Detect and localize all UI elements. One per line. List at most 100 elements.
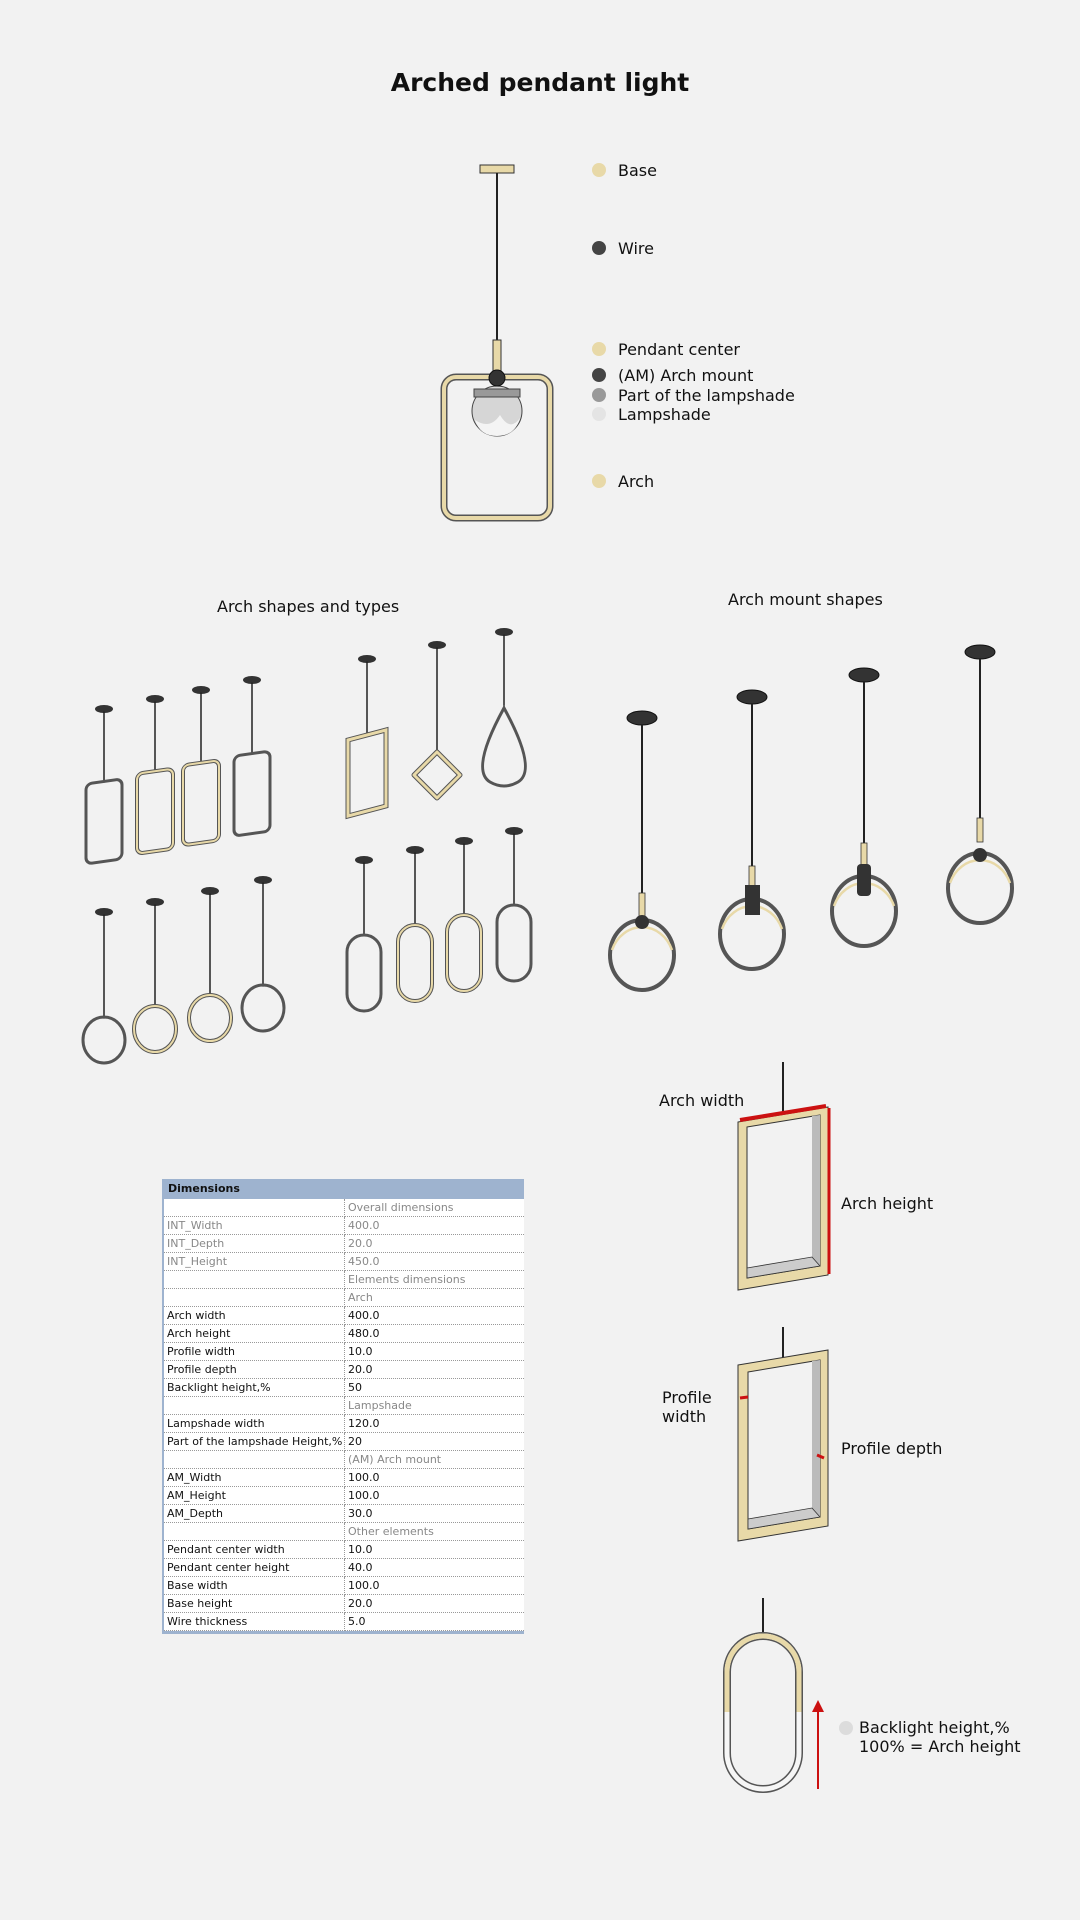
profile-width-label-line2: width xyxy=(662,1407,707,1426)
table-key-cell xyxy=(164,1396,345,1415)
table-value-cell: 100.0 xyxy=(344,1468,524,1487)
arch-circle-3 xyxy=(187,887,233,1043)
legend-label: (AM) Arch mount xyxy=(618,365,754,385)
table-key-cell: Base width xyxy=(164,1576,345,1595)
legend-dot-icon xyxy=(592,163,606,177)
profile-depth-label: Profile depth xyxy=(841,1439,943,1458)
backlight-dot-icon xyxy=(839,1721,853,1735)
table-key-cell: Profile width xyxy=(164,1342,345,1361)
table-row: Part of the lampshade Height,%20 xyxy=(164,1432,524,1451)
table-value-cell: 50 xyxy=(344,1378,524,1397)
table-value-cell: 120.0 xyxy=(344,1414,524,1433)
legend-label: Lampshade xyxy=(618,404,711,424)
table-value-cell: Arch xyxy=(344,1288,524,1307)
arch-rect-5 xyxy=(345,655,389,820)
arch-circle-2 xyxy=(132,898,178,1054)
table-value-cell: 10.0 xyxy=(344,1540,524,1559)
arch-oval-1 xyxy=(345,856,383,1013)
table-key-cell xyxy=(164,1522,345,1541)
table-row: Other elements xyxy=(164,1522,524,1541)
table-value-cell: 100.0 xyxy=(344,1486,524,1505)
table-key-cell: AM_Width xyxy=(164,1468,345,1487)
arch-rect-1 xyxy=(84,705,124,865)
arch-rect-3 xyxy=(181,686,221,847)
table-value-cell: 10.0 xyxy=(344,1342,524,1361)
table-row: Elements dimensions xyxy=(164,1270,524,1289)
legend-item-wire: Wire xyxy=(592,236,654,260)
table-key-cell: Backlight height,% xyxy=(164,1378,345,1397)
arch-mount-shapes-title: Arch mount shapes xyxy=(728,590,883,609)
table-row: (AM) Arch mount xyxy=(164,1450,524,1469)
legend-item-arch: Arch xyxy=(592,469,654,493)
legend-item-arch-mount: (AM) Arch mount xyxy=(592,363,753,387)
table-value-cell: 30.0 xyxy=(344,1504,524,1523)
table-row: Overall dimensions xyxy=(164,1199,524,1217)
legend-label: Part of the lampshade xyxy=(618,385,795,405)
arch-rect-4 xyxy=(232,676,272,837)
legend-dot-icon xyxy=(592,241,606,255)
mount-ball xyxy=(608,710,676,992)
table-key-cell xyxy=(164,1450,345,1469)
table-key-cell xyxy=(164,1199,345,1217)
mount-dot xyxy=(946,644,1014,925)
table-key-cell: AM_Depth xyxy=(164,1504,345,1523)
legend-label: Pendant center xyxy=(618,339,740,359)
legend-item-base: Base xyxy=(592,158,657,182)
table-key-cell: Part of the lampshade Height,% xyxy=(164,1432,345,1451)
table-row: Arch xyxy=(164,1288,524,1307)
table-key-cell: Base height xyxy=(164,1594,345,1613)
legend-label: Base xyxy=(618,160,657,180)
table-value-cell: 480.0 xyxy=(344,1324,524,1343)
arch-oval-2 xyxy=(396,846,434,1003)
table-value-cell: 400.0 xyxy=(344,1306,524,1325)
mount-block xyxy=(718,689,786,971)
backlight-label-line1: Backlight height,% xyxy=(859,1718,1010,1737)
page-title: Arched pendant light xyxy=(390,68,690,97)
arch-diamond xyxy=(411,641,463,801)
legend-dot-icon xyxy=(592,368,606,382)
table-value-cell: 100.0 xyxy=(344,1576,524,1595)
table-row: Lampshade xyxy=(164,1396,524,1415)
arch-shapes-title: Arch shapes and types xyxy=(217,597,400,616)
table-value-cell: (AM) Arch mount xyxy=(344,1450,524,1469)
legend-dot-icon xyxy=(592,407,606,421)
table-key-cell: Arch width xyxy=(164,1306,345,1325)
mount-cylinder xyxy=(830,667,898,948)
legend-dot-icon xyxy=(592,388,606,402)
legend-item-pendant-center: Pendant center xyxy=(592,337,740,361)
table-key-cell: Pendant center width xyxy=(164,1540,345,1559)
table-value-cell: 400.0 xyxy=(344,1216,524,1235)
dimensions-table-footer xyxy=(164,1631,524,1634)
legend-label: Arch xyxy=(618,471,655,491)
arch-oval-3 xyxy=(445,837,483,993)
arch-oval-4 xyxy=(495,827,533,983)
table-key-cell: Pendant center height xyxy=(164,1558,345,1577)
legend-label: Wire xyxy=(618,238,654,258)
table-value-cell: 5.0 xyxy=(344,1612,524,1631)
profile-width-label-line1: Profile xyxy=(662,1388,712,1407)
table-value-cell: 20.0 xyxy=(344,1234,524,1253)
table-key-cell xyxy=(164,1270,345,1289)
arch-teardrop xyxy=(481,628,527,788)
legend-item-lampshade: Lampshade xyxy=(592,402,711,426)
arch-width-label: Arch width xyxy=(659,1091,745,1110)
table-key-cell xyxy=(164,1288,345,1307)
table-key-cell: INT_Height xyxy=(164,1252,345,1271)
